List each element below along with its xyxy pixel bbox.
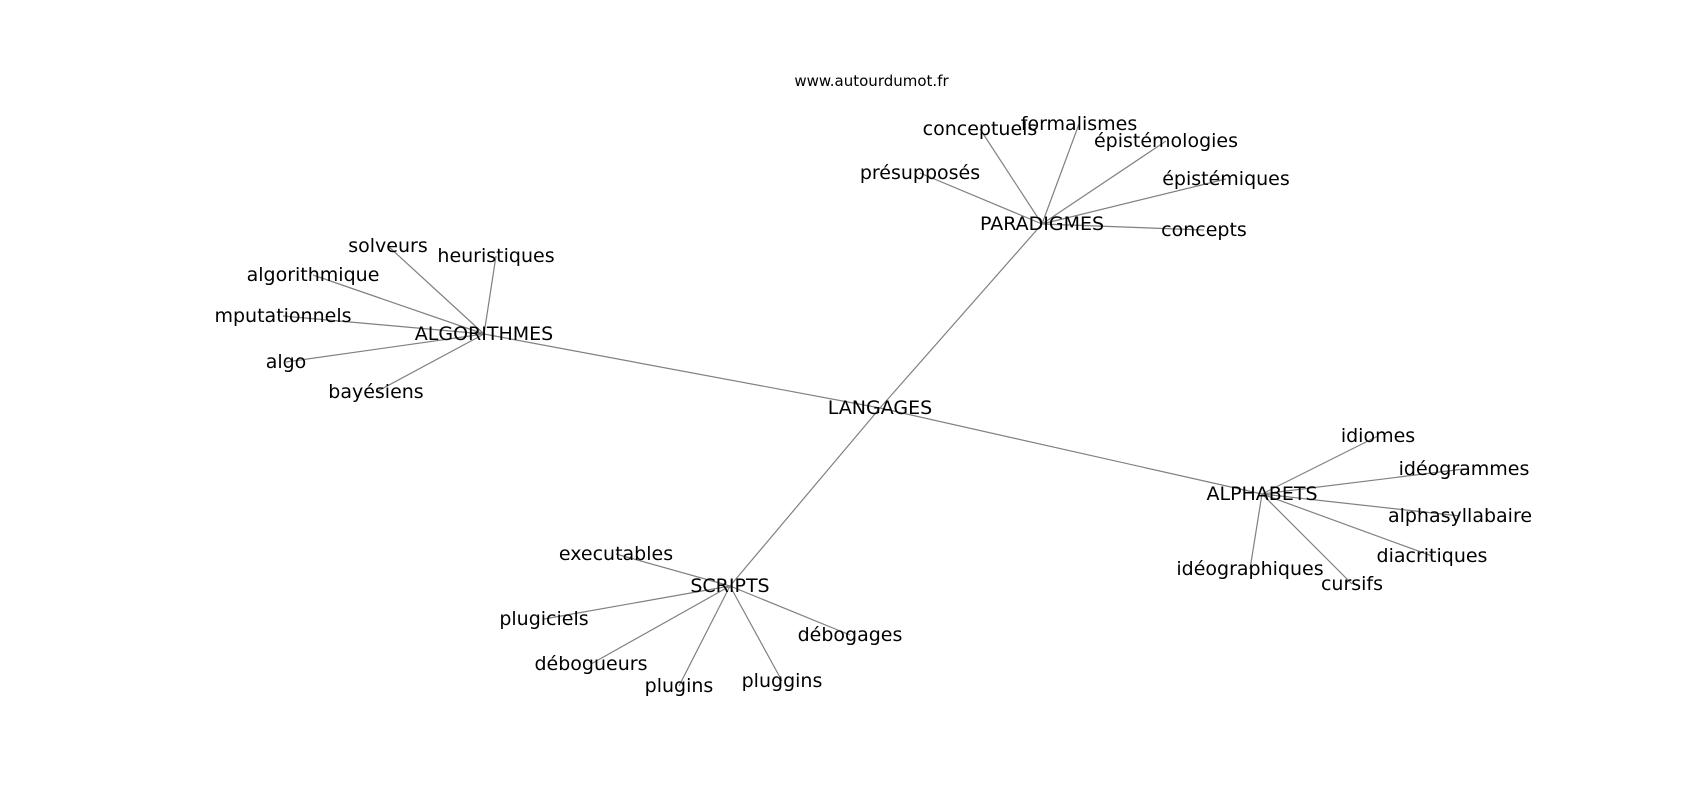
leaf-node: idéogrammes <box>1399 458 1530 480</box>
leaf-node: présupposés <box>860 162 980 184</box>
leaf-node: alphasyllabaire <box>1388 505 1532 527</box>
edge-root-paradigmes <box>879 223 1043 409</box>
leaf-node: plugiciels <box>499 608 588 630</box>
leaf-node: épistémiques <box>1162 168 1290 190</box>
edge-paradigmes-leaf <box>1041 140 1167 225</box>
leaf-node: cursifs <box>1321 573 1383 595</box>
edge-algorithmes-leaf <box>312 274 485 335</box>
leaf-node: plugins <box>645 675 714 697</box>
root-node: LANGAGES <box>828 397 932 419</box>
edge-paradigmes-leaf <box>1041 123 1080 225</box>
word-graph: LANGAGES PARADIGMES conceptuelsformalismes… <box>214 113 1532 697</box>
edge-scripts-leaf <box>615 553 731 587</box>
labels: LANGAGES PARADIGMES conceptuelsformalismes… <box>214 113 1532 697</box>
hub-node-paradigmes: PARADIGMES <box>980 213 1104 235</box>
edge-scripts-leaf <box>678 585 731 687</box>
leaf-node: bayésiens <box>328 381 423 403</box>
edge-scripts-leaf <box>729 585 851 636</box>
edge-alphabets-leaf <box>1261 493 1353 585</box>
edge-paradigmes-leaf <box>1041 223 1205 231</box>
leaf-node: heuristiques <box>437 245 554 267</box>
edge-alphabets-leaf <box>1249 493 1263 570</box>
edge-algorithmes-leaf <box>483 255 497 335</box>
edge-algorithmes-leaf <box>387 245 485 335</box>
edge-scripts-leaf <box>590 585 731 665</box>
edge-paradigmes-leaf <box>979 128 1043 225</box>
leaf-node: solveurs <box>348 235 428 257</box>
edge-root-algorithmes <box>483 333 881 409</box>
diagram-area: www.autourdumot.fr LANGAGES PARADIGMES con… <box>214 72 1532 697</box>
edges <box>282 123 1465 687</box>
hub-node-scripts: SCRIPTS <box>690 575 769 597</box>
edge-algorithmes-leaf <box>375 333 485 393</box>
leaf-node: mputationnels <box>214 305 351 327</box>
edge-algorithmes-leaf <box>282 315 485 335</box>
edge-scripts-leaf <box>729 585 783 682</box>
edge-alphabets-leaf <box>1261 493 1433 557</box>
edge-scripts-leaf <box>543 585 731 620</box>
leaf-node: épistémologies <box>1094 130 1238 152</box>
edge-alphabets-leaf <box>1261 468 1465 495</box>
hub-node-algorithmes: ALGORITHMES <box>415 323 553 345</box>
edge-paradigmes-leaf <box>919 172 1043 225</box>
source-url: www.autourdumot.fr <box>794 72 949 90</box>
edge-algorithmes-leaf <box>285 333 485 363</box>
leaf-node: idéographiques <box>1176 558 1323 580</box>
edge-alphabets-leaf <box>1261 493 1461 517</box>
hub-node-alphabets: ALPHABETS <box>1206 483 1317 505</box>
leaf-node: formalismes <box>1021 113 1138 135</box>
edge-alphabets-leaf <box>1261 435 1379 495</box>
leaf-node: débogages <box>798 624 903 646</box>
leaf-node: executables <box>559 543 673 565</box>
leaf-node: débogueurs <box>535 653 648 675</box>
leaf-node: idiomes <box>1341 425 1415 447</box>
leaf-node: conceptuels <box>923 118 1038 140</box>
leaf-node: pluggins <box>742 670 823 692</box>
leaf-node: algo <box>266 351 307 373</box>
edge-paradigmes-leaf <box>1041 178 1227 225</box>
leaf-node: diacritiques <box>1377 545 1488 567</box>
edge-root-scripts <box>729 407 881 587</box>
edge-root-alphabets <box>879 407 1263 495</box>
leaf-node: algorithmique <box>247 264 380 286</box>
leaf-node: concepts <box>1161 219 1247 241</box>
